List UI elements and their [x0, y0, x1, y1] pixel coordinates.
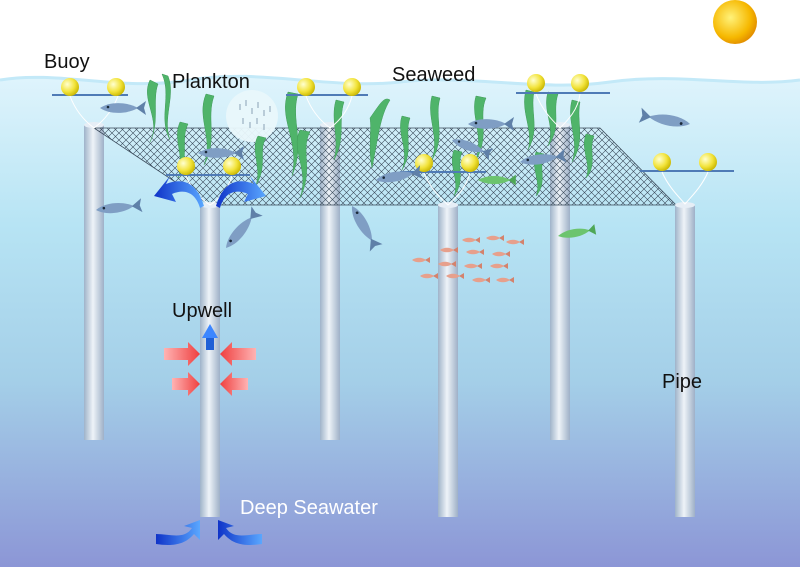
- buoy-icon: [286, 78, 368, 129]
- seaweed-label: Seaweed: [392, 64, 476, 86]
- arrow-icon: [220, 342, 256, 396]
- pipe-icon: [84, 122, 104, 440]
- arrow-icon: [154, 176, 266, 208]
- deep-seawater-label: Deep Seawater: [240, 497, 378, 519]
- buoy-label: Buoy: [44, 51, 90, 73]
- plankton-icon: [226, 90, 278, 142]
- pipe-icon: [675, 202, 695, 517]
- fish-icon: [478, 174, 516, 186]
- buoy-icon: [640, 153, 734, 205]
- arrow-icon: [156, 520, 262, 545]
- upwell-label: Upwell: [172, 300, 233, 322]
- buoy-icon: [52, 78, 128, 129]
- sea-surface-highlight: [0, 74, 800, 87]
- sun-icon: [713, 0, 757, 44]
- plankton-label: Plankton: [172, 71, 250, 93]
- buoy-icon: [400, 154, 486, 206]
- arrow-icon: [202, 324, 218, 350]
- pipe-icon: [200, 202, 220, 517]
- buoy-icon: [516, 74, 610, 129]
- fish-icon: [558, 224, 597, 238]
- arrow-icon: [164, 342, 200, 396]
- buoy-icon: [166, 157, 250, 206]
- pipe-label: Pipe: [662, 371, 703, 393]
